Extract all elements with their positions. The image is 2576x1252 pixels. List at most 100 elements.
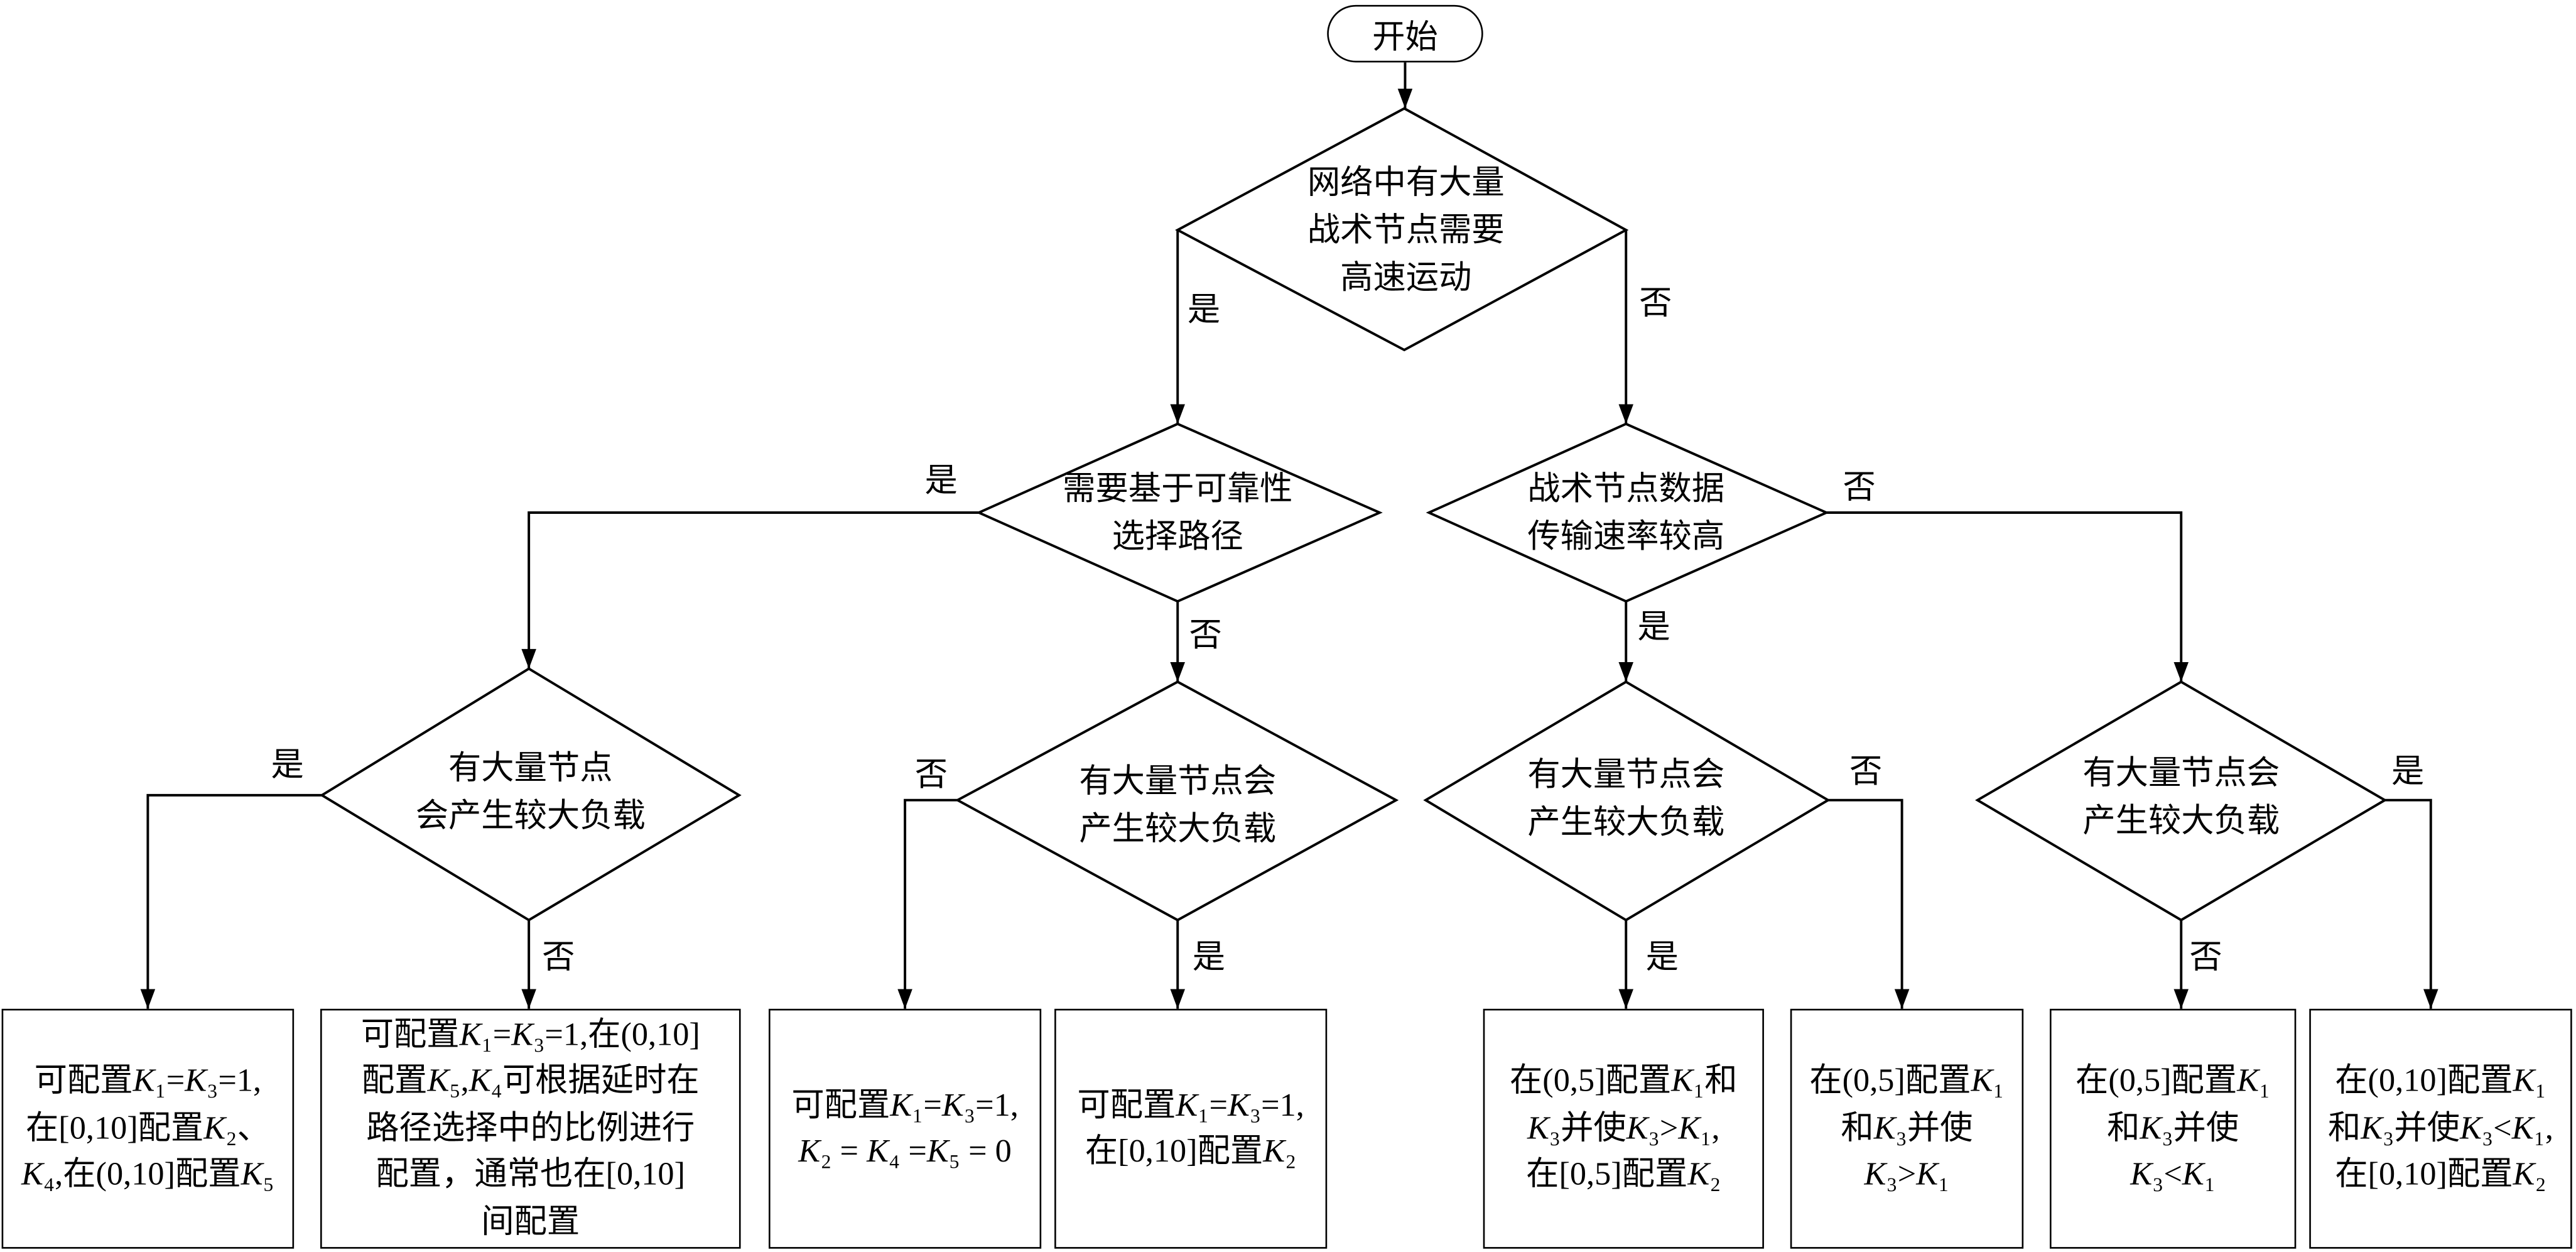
math-variable: K	[1687, 1157, 1710, 1194]
result-box-8: 在(0,10]配置K₁ 和K₃并使K₃<K₁, 在[0,10]配置K₂	[2309, 1008, 2572, 1249]
decision-text-line: 有大量节点会	[2082, 756, 2280, 792]
decision-7-text: 有大量节点会 产生较大负载	[2082, 751, 2280, 846]
decision-text-line: 需要基于可靠性	[1063, 471, 1293, 508]
decision-text-line: 高速运动	[1340, 260, 1472, 297]
math-variable: K	[1228, 1087, 1250, 1123]
decision-text-line: 会产生较大负载	[415, 798, 646, 835]
math-variable: K	[21, 1157, 43, 1194]
decision-1-yes-label: 是	[1187, 292, 1221, 329]
result-text-line: 可配置K₁=K₃=1,	[34, 1063, 262, 1100]
result-box-5: 在(0,5]配置K₁和 K₃并使K₃>K₁, 在[0,5]配置K₂	[1483, 1008, 1764, 1249]
decision-2-no-label: 否	[1189, 618, 1222, 654]
connector-decision-3-no	[1826, 511, 2189, 682]
math-variable: K	[798, 1133, 821, 1170]
decision-6-text: 有大量节点会 产生较大负载	[1527, 753, 1724, 848]
decision-6-no-label: 否	[1849, 754, 1883, 791]
math-variable: K	[427, 1063, 450, 1100]
decision-text-line: 战术节点需要	[1307, 212, 1505, 249]
result-text-line: 在(0,10]配置K₁	[2335, 1063, 2546, 1100]
decision-3-no-label: 否	[1843, 470, 1876, 506]
connector-decision-7-yes	[2384, 798, 2438, 1009]
result-text-line: K₃并使K₃>K₁,	[1527, 1110, 1720, 1146]
result-text-line: 和K₃并使	[1841, 1110, 1973, 1146]
decision-text-line: 选择路径	[1112, 519, 1243, 556]
math-variable: K	[890, 1087, 912, 1123]
math-variable: K	[459, 1016, 482, 1053]
result-text-line: 在(0,5]配置K₁	[1809, 1063, 2005, 1100]
decision-4-text: 有大量节点 会产生较大负载	[416, 746, 646, 841]
result-text-line: 和K₃并使K₃<K₁,	[2327, 1110, 2553, 1146]
connector-decision-5-no	[897, 798, 958, 1009]
connector-decision-2-yes	[521, 511, 979, 669]
math-variable: K	[2182, 1157, 2204, 1194]
result-text-line: 和K₃并使	[2107, 1110, 2239, 1146]
result-text-line: 可配置K₁=K₃=1,	[1077, 1087, 1304, 1123]
math-variable: K	[1263, 1133, 1285, 1170]
decision-text-line: 有大量节点会	[1527, 757, 1725, 794]
math-variable: K	[2511, 1110, 2534, 1146]
math-variable: K	[241, 1157, 263, 1194]
math-variable: K	[1527, 1110, 1549, 1146]
math-variable: K	[203, 1110, 226, 1146]
decision-text-line: 产生较大负载	[1527, 805, 1725, 842]
decision-text-line: 产生较大负载	[2082, 803, 2280, 840]
result-text-line: 可配置K₁=K₃=1,在(0,10]	[360, 1016, 700, 1053]
result-box-4: 可配置K₁=K₃=1, 在[0,10]配置K₂	[1054, 1008, 1328, 1249]
math-variable: K	[2513, 1063, 2535, 1100]
decision-5-no-label: 否	[914, 757, 948, 794]
result-text-line: K₂ = K₄ =K₅ = 0	[798, 1133, 1012, 1170]
decision-1-text: 网络中有大量 战术节点需要 高速运动	[1307, 160, 1505, 303]
math-variable: K	[1671, 1063, 1694, 1100]
result-text-line: 在[0,10]配置K₂	[2335, 1157, 2546, 1194]
decision-1-no-label: 否	[1639, 286, 1672, 322]
decision-5-text: 有大量节点会 产生较大负载	[1079, 759, 1276, 854]
decision-5-yes-label: 是	[1192, 940, 1226, 976]
math-variable: K	[926, 1133, 949, 1170]
math-variable: K	[1176, 1087, 1198, 1123]
math-variable: K	[1873, 1110, 1896, 1146]
math-variable: K	[1626, 1110, 1648, 1146]
decision-7-yes-label: 是	[2391, 754, 2425, 791]
math-variable: K	[2140, 1110, 2162, 1146]
decision-text-line: 有大量节点	[448, 751, 613, 787]
math-variable: K	[2513, 1157, 2535, 1194]
result-text-line: 可配置K₁=K₃=1,	[791, 1087, 1019, 1123]
result-text-line: 配置，通常也在[0,10]	[376, 1157, 686, 1194]
result-text-line: K₄,在(0,10]配置K₅	[21, 1157, 274, 1194]
result-text-line: 在(0,5]配置K₁和	[1510, 1063, 1738, 1100]
decision-text-line: 战术节点数据	[1527, 471, 1725, 508]
math-variable: K	[2237, 1063, 2259, 1100]
decision-4-yes-label: 是	[271, 748, 304, 784]
start-label: 开始	[1372, 19, 1438, 56]
math-variable: K	[1678, 1110, 1701, 1146]
decision-2-yes-label: 是	[924, 463, 958, 500]
math-variable: K	[1864, 1157, 1886, 1194]
connector-decision-6-no	[1827, 798, 1910, 1009]
result-text-line: 配置K₅,K₄可根据延时在	[361, 1063, 700, 1100]
math-variable: K	[2130, 1157, 2153, 1194]
result-text-line: K₃<K₁	[2130, 1157, 2216, 1194]
connector-decision-4-yes	[140, 793, 322, 1009]
math-variable: K	[2361, 1110, 2383, 1146]
math-variable: K	[468, 1063, 491, 1100]
math-variable: K	[1916, 1157, 1939, 1194]
decision-2-text: 需要基于可靠性 选择路径	[1063, 467, 1292, 562]
math-variable: K	[867, 1133, 889, 1170]
start-terminal: 开始	[1327, 4, 1483, 63]
decision-text-line: 网络中有大量	[1307, 165, 1505, 202]
result-text-line: 在(0,5]配置K₁	[2075, 1063, 2271, 1100]
math-variable: K	[941, 1087, 964, 1123]
decision-4-no-label: 否	[542, 940, 575, 976]
result-box-2: 可配置K₁=K₃=1,在(0,10] 配置K₅,K₄可根据延时在 路径选择中的比…	[320, 1008, 741, 1249]
result-text-line: 在[0,5]配置K₂	[1526, 1157, 1721, 1194]
math-variable: K	[185, 1063, 207, 1100]
decision-text-line: 产生较大负载	[1079, 812, 1277, 848]
result-box-1: 可配置K₁=K₃=1, 在[0,10]配置K₂、 K₄,在(0,10]配置K₅	[1, 1008, 295, 1249]
result-box-3: 可配置K₁=K₃=1, K₂ = K₄ =K₅ = 0	[769, 1008, 1042, 1249]
decision-3-yes-label: 是	[1637, 609, 1670, 646]
decision-diamond-1	[1175, 107, 1629, 352]
decision-7-no-label: 否	[2189, 940, 2222, 976]
result-text-line: 间配置	[481, 1204, 580, 1240]
